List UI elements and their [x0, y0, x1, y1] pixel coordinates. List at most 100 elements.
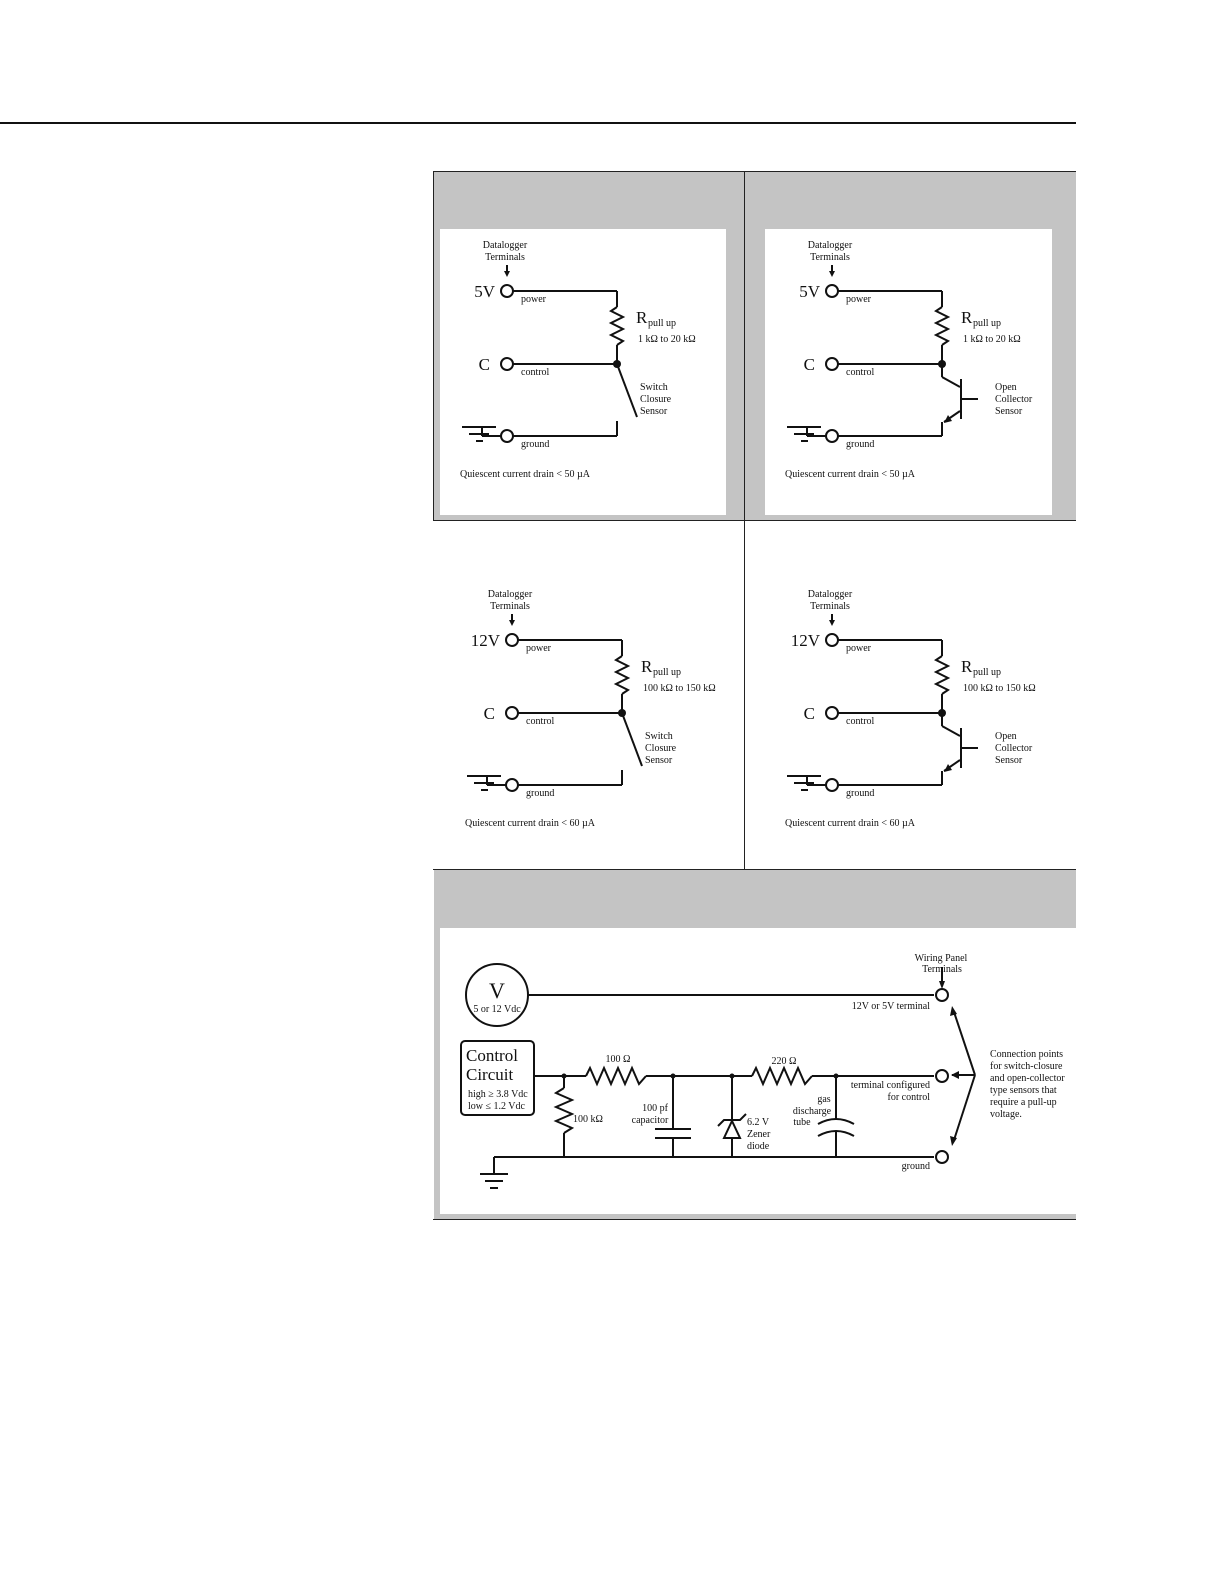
- terminals-label: Terminals: [810, 252, 850, 263]
- control-terminal: [825, 706, 839, 720]
- current-drain-label: Quiescent current drain < 50 µA: [460, 469, 591, 480]
- ground-terminal: [935, 1150, 949, 1164]
- source-symbol: V: [489, 978, 505, 1003]
- cap-label-2: capacitor: [632, 1115, 669, 1126]
- r3-label: 100 kΩ: [573, 1114, 603, 1125]
- ground-terminal-label: ground: [902, 1161, 930, 1172]
- table-border-left-top: [433, 171, 434, 521]
- terminals-label: Datalogger: [808, 589, 853, 600]
- power-terminal: [500, 284, 514, 298]
- switch-contact: [621, 712, 643, 767]
- table-border-lower: [433, 869, 1076, 870]
- supply-voltage-label: 12V: [791, 631, 821, 650]
- control-port-label: C: [804, 355, 815, 374]
- supply-voltage-label: 12V: [471, 631, 501, 650]
- control-terminal: [825, 357, 839, 371]
- protection-svg: V 5 or 12 Vdc Control Circuit high ≥ 3.8…: [460, 953, 1065, 1189]
- junction-dot: [613, 360, 621, 368]
- junction-dot: [938, 360, 946, 368]
- power-label: power: [521, 294, 547, 305]
- sensor-label-3: Sensor: [645, 755, 673, 766]
- sensor-label-1: Open: [995, 382, 1017, 393]
- ground-terminal: [825, 429, 839, 443]
- connection-note-1: Connection points: [990, 1049, 1063, 1060]
- ground-label: ground: [846, 439, 874, 450]
- connection-note-2: for switch-closure: [990, 1061, 1063, 1072]
- resistor-range-label: 1 kΩ to 20 kΩ: [963, 334, 1021, 345]
- zener-diode: [722, 1118, 742, 1139]
- power-terminal: [825, 284, 839, 298]
- zener-label-1: 6.2 V: [747, 1117, 770, 1128]
- control-circuit-box: [460, 1040, 535, 1116]
- resistor-symbol-label: R: [961, 657, 973, 676]
- table-border-bottom: [433, 1219, 1076, 1220]
- ground-terminal: [505, 778, 519, 792]
- zener-label-3: diode: [747, 1141, 770, 1152]
- resistor-range-label: 1 kΩ to 20 kΩ: [638, 334, 696, 345]
- sensor-label-3: Sensor: [640, 406, 668, 417]
- sensor-label-1: Open: [995, 731, 1017, 742]
- control-label: control: [526, 716, 555, 727]
- pullup-resistor: [608, 306, 626, 346]
- control-label: control: [521, 367, 550, 378]
- sensor-label-1: Switch: [640, 382, 668, 393]
- ground-label: ground: [526, 788, 554, 799]
- gas-tube-top: [817, 1118, 855, 1125]
- switch-contact: [616, 363, 638, 418]
- current-drain-label: Quiescent current drain < 60 µA: [465, 818, 596, 829]
- resistor-subscript-label: pull up: [973, 318, 1001, 329]
- connection-note-5: require a pull-up: [990, 1097, 1057, 1108]
- resistor-subscript-label: pull up: [648, 318, 676, 329]
- resistor-range-label: 100 kΩ to 150 kΩ: [643, 683, 716, 694]
- control-terminal: [935, 1069, 949, 1083]
- connection-note-3: and open-collector: [990, 1073, 1065, 1084]
- control-low: low ≤ 1.2 Vdc: [468, 1101, 526, 1112]
- gas-tube-bottom: [817, 1130, 855, 1137]
- wiring-panel-label-2: Terminals: [922, 964, 962, 975]
- control-label: control: [846, 367, 875, 378]
- power-label: power: [846, 643, 872, 654]
- terminals-label: Datalogger: [483, 240, 528, 251]
- control-terminal-label-1: terminal configured: [851, 1080, 930, 1091]
- control-port-label: C: [484, 704, 495, 723]
- sensor-label-3: Sensor: [995, 406, 1023, 417]
- control-circuit-label-1: Control: [466, 1046, 518, 1065]
- supply-terminal-label: 12V or 5V terminal: [852, 1001, 930, 1012]
- connection-note-6: voltage.: [990, 1109, 1022, 1120]
- power-terminal: [505, 633, 519, 647]
- current-drain-label: Quiescent current drain < 50 µA: [785, 469, 916, 480]
- sensor-label-3: Sensor: [995, 755, 1023, 766]
- sensor-label-2: Collector: [995, 743, 1033, 754]
- table-border-mid: [433, 520, 1076, 521]
- resistor-symbol-label: R: [961, 308, 973, 327]
- gas-label-1: gas: [817, 1094, 830, 1105]
- resistor-symbol-label: R: [641, 657, 653, 676]
- control-terminal: [500, 357, 514, 371]
- gas-label-3: tube: [793, 1117, 811, 1128]
- ground-label: ground: [521, 439, 549, 450]
- r2-label: 220 Ω: [772, 1056, 797, 1067]
- control-high: high ≥ 3.8 Vdc: [468, 1089, 528, 1100]
- terminals-label: Datalogger: [808, 240, 853, 251]
- control-port-label: C: [479, 355, 490, 374]
- source-value: 5 or 12 Vdc: [473, 1004, 521, 1015]
- terminals-label: Terminals: [810, 601, 850, 612]
- zener-label-2: Zener: [747, 1129, 771, 1140]
- terminals-label: Terminals: [490, 601, 530, 612]
- pullup-resistor: [933, 306, 951, 346]
- junction-dot: [618, 709, 626, 717]
- current-drain-label: Quiescent current drain < 60 µA: [785, 818, 916, 829]
- pullup-resistor: [933, 655, 951, 695]
- diagram-terminal-protection: V 5 or 12 Vdc Control Circuit high ≥ 3.8…: [440, 928, 1076, 1214]
- ground-label: ground: [846, 788, 874, 799]
- supply-voltage-label: 5V: [799, 282, 821, 301]
- supply-voltage-label: 5V: [474, 282, 496, 301]
- header-rule: [0, 122, 1076, 124]
